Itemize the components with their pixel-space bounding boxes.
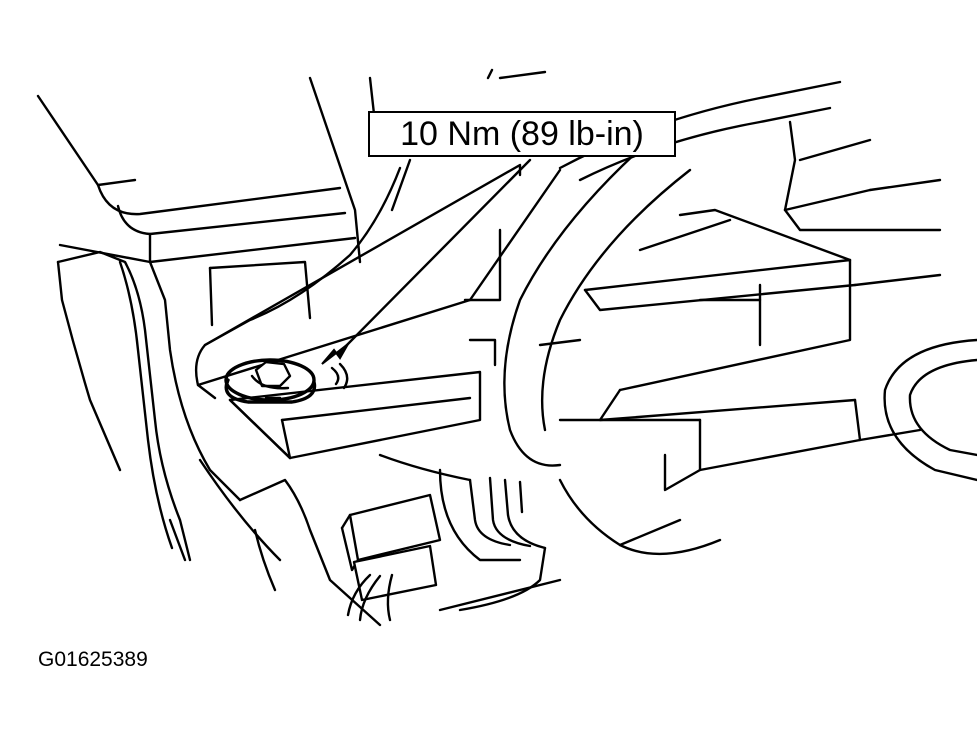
torque-callout-box: 10 Nm (89 lb-in) (368, 111, 676, 157)
electrical-connector (340, 493, 442, 622)
rotation-indicator (330, 362, 349, 390)
right-component-block (538, 258, 942, 492)
upper-left-housing (36, 94, 357, 264)
left-trim-panel (56, 250, 242, 562)
bolt (224, 358, 317, 404)
lower-panels (168, 458, 722, 627)
round-knob (883, 338, 977, 482)
dash-panel-curves (486, 68, 942, 262)
torque-spec-label: 10 Nm (89 lb-in) (400, 115, 644, 153)
figure-id: G01625389 (38, 648, 148, 671)
callout-leader (321, 158, 532, 365)
control-module (228, 228, 502, 460)
wiring-harness (378, 453, 547, 612)
curved-duct (503, 138, 692, 467)
